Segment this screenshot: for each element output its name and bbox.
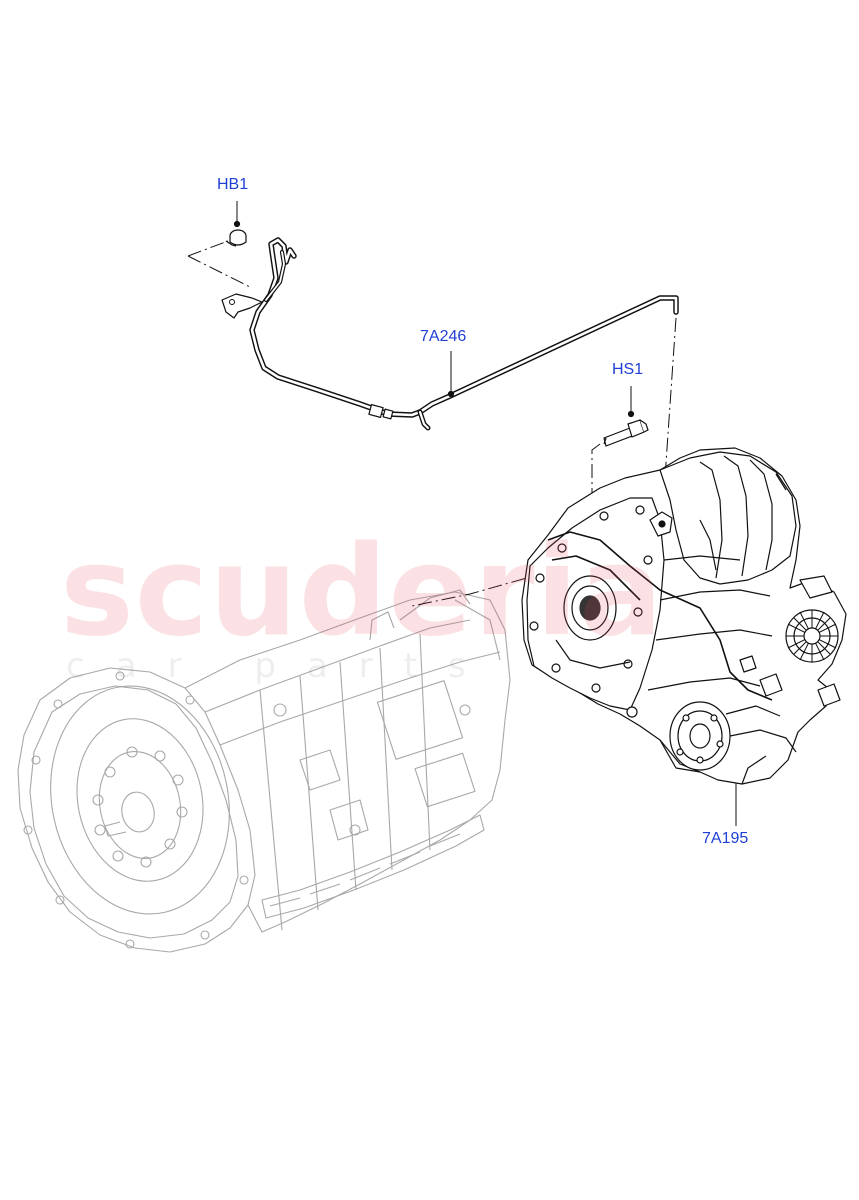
bolt-hb1 — [225, 229, 247, 247]
callout-7a195[interactable]: 7A195 — [702, 830, 749, 847]
callout-hb1[interactable]: HB1 — [217, 176, 249, 193]
transfer-box-pipe — [221, 237, 679, 431]
callout-hs1[interactable]: HS1 — [612, 361, 644, 378]
transmission-faded — [17, 589, 511, 953]
bolt-hs1 — [603, 419, 649, 447]
assembly-lines — [187, 240, 677, 607]
callout-7a246[interactable]: 7A246 — [420, 328, 467, 345]
transfer-box — [521, 447, 847, 785]
